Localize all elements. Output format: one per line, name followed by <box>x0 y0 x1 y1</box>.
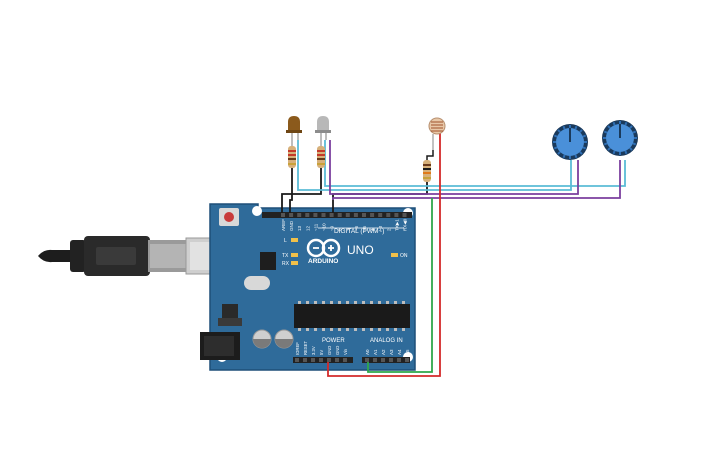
power-pin-label: 5V <box>319 350 324 355</box>
analog-pin-hole[interactable] <box>397 358 401 362</box>
digital-header-label: DIGITAL (PWM~) <box>334 228 384 235</box>
led-on-indicator <box>391 253 398 257</box>
resistor-3 <box>423 160 431 182</box>
power-pin-hole[interactable] <box>311 358 315 362</box>
digital-pin-hole[interactable] <box>305 213 310 217</box>
digital-pin-label: TX▶1 <box>394 219 399 231</box>
analog-pin-hole[interactable] <box>373 358 377 362</box>
analog-pin-hole[interactable] <box>365 358 369 362</box>
digital-pin-label: 4 <box>370 228 375 231</box>
led-tx-indicator <box>291 253 298 257</box>
white-led[interactable] <box>315 116 331 146</box>
photoresistor[interactable] <box>428 117 446 150</box>
analog-pin-hole[interactable] <box>405 358 409 362</box>
power-pin-hole[interactable] <box>319 358 323 362</box>
analog-pin-label: A1 <box>373 349 378 355</box>
analog-label: ANALOG IN <box>370 338 403 344</box>
digital-pin-label: RX◀0 <box>403 218 408 231</box>
power-pin-label: 3.3V <box>311 346 316 355</box>
power-pin-label: RESET <box>303 341 308 355</box>
dc-power-jack[interactable] <box>200 332 240 360</box>
power-pin-hole[interactable] <box>303 358 307 362</box>
reset-button[interactable] <box>219 208 239 226</box>
digital-pin-label: 2 <box>386 228 391 231</box>
led-rx-indicator <box>291 261 298 265</box>
digital-pin-hole[interactable] <box>281 213 285 217</box>
digital-pin-label: AREF <box>281 219 286 231</box>
digital-pin-hole[interactable] <box>402 213 407 217</box>
wire-red-5v <box>327 132 441 377</box>
power-pin-hole[interactable] <box>295 358 299 362</box>
digital-pin-hole[interactable] <box>370 213 375 217</box>
digital-pin-hole[interactable] <box>378 213 383 217</box>
digital-pin-hole[interactable] <box>329 213 334 217</box>
digital-pin-hole[interactable] <box>313 213 318 217</box>
digital-pin-hole[interactable] <box>394 213 399 217</box>
analog-pin-label: A4 <box>397 349 402 355</box>
digital-pin-label: 13 <box>297 225 302 231</box>
power-pin-hole[interactable] <box>343 358 347 362</box>
digital-pin-hole[interactable] <box>386 213 391 217</box>
digital-pin-hole[interactable] <box>321 213 326 217</box>
resistor-2 <box>317 146 325 168</box>
wires <box>281 132 626 377</box>
digital-pin-hole[interactable] <box>297 213 302 217</box>
model-label: UNO <box>347 243 374 257</box>
potentiometer-2[interactable] <box>602 120 638 156</box>
digital-pin-hole[interactable] <box>345 213 350 217</box>
wire-purple-2 <box>332 160 621 200</box>
capacitor-2 <box>274 329 294 349</box>
led-tx-label: TX <box>282 253 289 259</box>
digital-pin-label: 7 <box>346 228 351 231</box>
digital-pin-label: GND <box>289 220 294 231</box>
led-on-label: ON <box>400 253 408 259</box>
digital-pin-label: ~10 <box>322 223 327 231</box>
wire-ground-led2 <box>281 168 322 213</box>
analog-header[interactable] <box>362 357 410 363</box>
power-pin-hole[interactable] <box>327 358 331 362</box>
power-pin-hole[interactable] <box>335 358 339 362</box>
potentiometer-1[interactable] <box>552 124 588 160</box>
digital-pin-hole[interactable] <box>289 213 294 217</box>
digital-pin-label: 12 <box>305 225 310 231</box>
wire-cyan-1 <box>297 140 572 191</box>
digital-header[interactable] <box>262 212 412 218</box>
analog-pin-label: A0 <box>365 349 370 355</box>
wire-green-a0 <box>367 198 433 373</box>
digital-pin-hole[interactable] <box>337 213 342 217</box>
wire-purple-1 <box>329 140 579 195</box>
analog-pin-label: A3 <box>389 349 394 355</box>
capacitor-1 <box>252 329 272 349</box>
led-rx-label: RX <box>282 261 290 267</box>
led-l-label: L <box>284 238 287 244</box>
digital-pin-label: ~11 <box>313 223 318 231</box>
digital-pin-label: 8 <box>338 228 343 231</box>
orange-led[interactable] <box>286 116 302 146</box>
brand-label: ARDUINO <box>308 258 338 265</box>
usb-chip <box>260 252 276 270</box>
digital-pin-hole[interactable] <box>362 213 366 217</box>
atmega-chip <box>294 301 410 331</box>
power-pin-label: Vin <box>343 348 348 355</box>
analog-pin-hole[interactable] <box>389 358 393 362</box>
power-pin-label: GND <box>327 346 332 355</box>
power-pin-label: GND <box>335 346 340 355</box>
led-l-indicator <box>291 238 298 242</box>
power-pin-label: IOREF <box>295 342 300 355</box>
power-label: POWER <box>322 338 345 344</box>
analog-pin-hole[interactable] <box>381 358 385 362</box>
analog-pin-label: A2 <box>381 349 386 355</box>
analog-pin-label: A5 <box>405 349 410 355</box>
power-header[interactable] <box>293 357 353 363</box>
resistor-1 <box>288 146 296 168</box>
arduino-logo <box>306 238 341 258</box>
digital-pin-hole[interactable] <box>353 213 358 217</box>
crystal <box>244 276 270 290</box>
wire-ground-led1 <box>289 168 293 213</box>
